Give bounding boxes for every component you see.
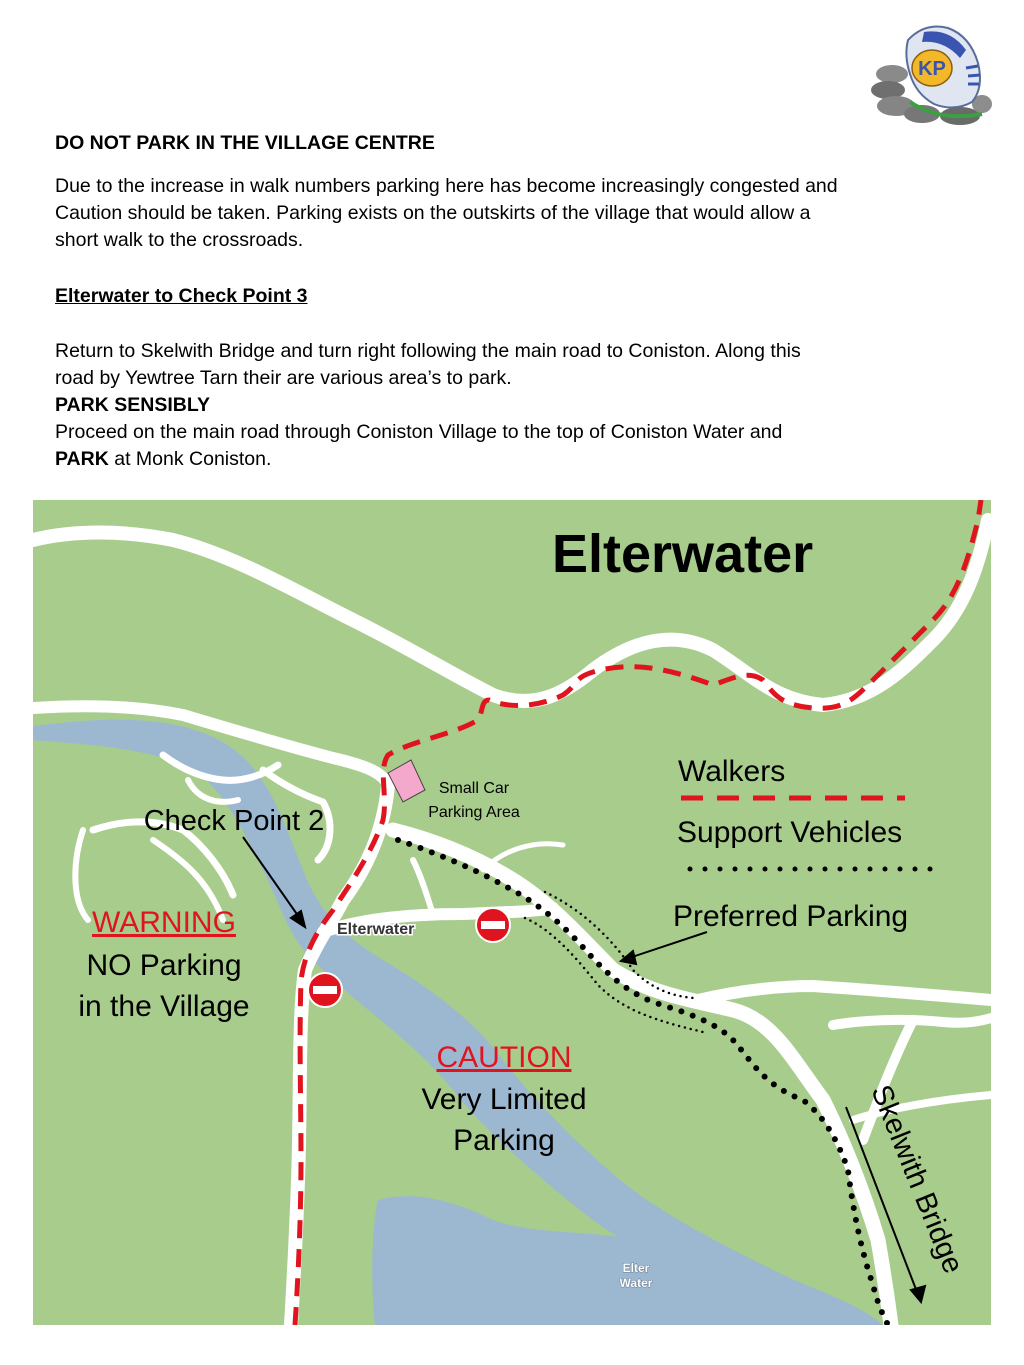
small-car-park-label-line-2: Parking Area [428,804,520,821]
para1-line-2: road by Yewtree Tarn their are various a… [55,367,512,389]
legend-support-label: Support Vehicles [677,816,902,849]
no-entry-sign-south [307,972,343,1008]
caution-line-2: Parking [453,1124,555,1157]
intro-line-3: short walk to the crossroads. [55,229,304,251]
elterwater-map: Elterwater Elterwater Elter Water Small … [33,500,991,1325]
warning-line-2: in the Village [78,990,249,1023]
legend-walkers-label: Walkers [678,755,785,788]
legend-preferred-parking-label: Preferred Parking [673,900,908,933]
small-car-park-label-line-1: Small Car [439,780,510,797]
preferred-parking-arrow [628,931,708,959]
section-title: Elterwater to Check Point 3 [55,285,308,307]
walking-boot-logo-icon: KP [871,25,992,125]
preferred-parking-outline-lower [523,916,705,1034]
walkers-route [292,500,984,1325]
para2-line-2: PARK at Monk Coniston. [55,446,271,473]
caution-line-1: Very Limited [421,1083,586,1116]
village-road-label: Elterwater [337,921,414,938]
check-point-label: Check Point 2 [144,805,325,837]
skelwith-arrow [845,1106,918,1293]
check-point-arrow [242,836,302,921]
river-and-lake [33,719,883,1325]
map-arrows [242,836,927,1305]
para2-rest: at Monk Coniston. [108,448,272,470]
caution-title: CAUTION [437,1041,572,1074]
warning-line-1: NO Parking [86,949,241,982]
map-title: Elterwater [552,524,813,584]
para2-line-1: Proceed on the main road through Conisto… [55,421,783,443]
support-vehicles-route [395,837,891,1325]
park-emphasis: PARK [55,448,109,470]
park-sensibly-label: PARK SENSIBLY [55,394,210,416]
intro-line-1: Due to the increase in walk numbers park… [55,175,838,197]
warning-title: WARNING [92,906,236,939]
no-entry-sign-east [475,907,511,943]
lake-label-line-1: Elter [623,1261,650,1275]
check-point-arrowhead [289,909,307,930]
preferred-parking-outline-upper [543,890,695,1000]
logo-text: KP [918,58,946,80]
lake-label-line-2: Water [620,1276,653,1290]
small-car-park-area [387,759,426,803]
stone-wall [871,65,992,125]
preferred-parking-arrowhead [618,949,638,966]
skelwith-arrowhead [909,1284,927,1305]
para1-line-1: Return to Skelwith Bridge and turn right… [55,340,801,362]
intro-line-2: Caution should be taken. Parking exists … [55,202,811,224]
page-heading: DO NOT PARK IN THE VILLAGE CENTRE [55,132,435,154]
